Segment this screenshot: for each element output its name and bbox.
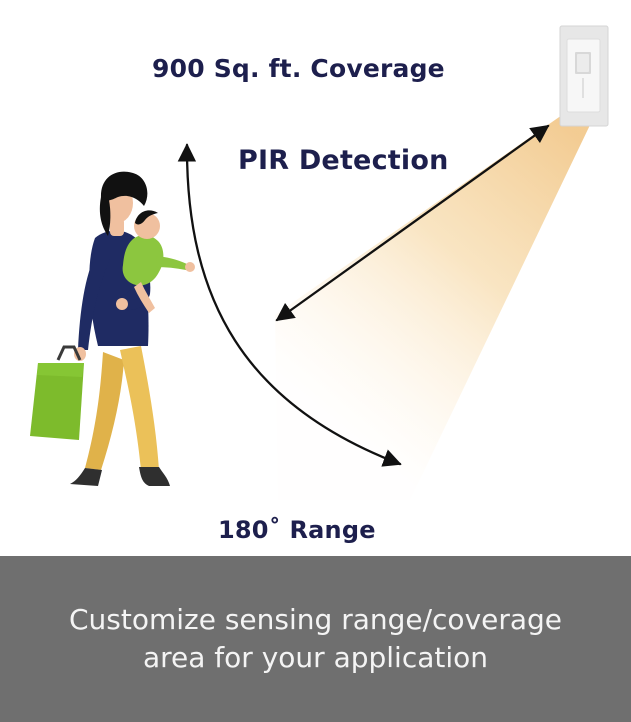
range-label: 180˚ Range [218,516,376,544]
footer-banner: Customize sensing range/coverage area fo… [0,556,631,722]
shopping-bag-icon [30,345,84,440]
range-arc-arrow [177,143,402,467]
footer-line-2: area for your application [142,641,489,674]
parent-with-baby-illustration [70,171,195,486]
coverage-label: 900 Sq. ft. Coverage [152,54,445,83]
footer-line-1: Customize sensing range/coverage [68,603,563,636]
footer-caption: Customize sensing range/coverage area fo… [69,601,562,677]
motion-sensor-icon [559,25,609,127]
motion-sensor-illustration [30,25,609,500]
pir-detection-label: PIR Detection [238,145,449,176]
